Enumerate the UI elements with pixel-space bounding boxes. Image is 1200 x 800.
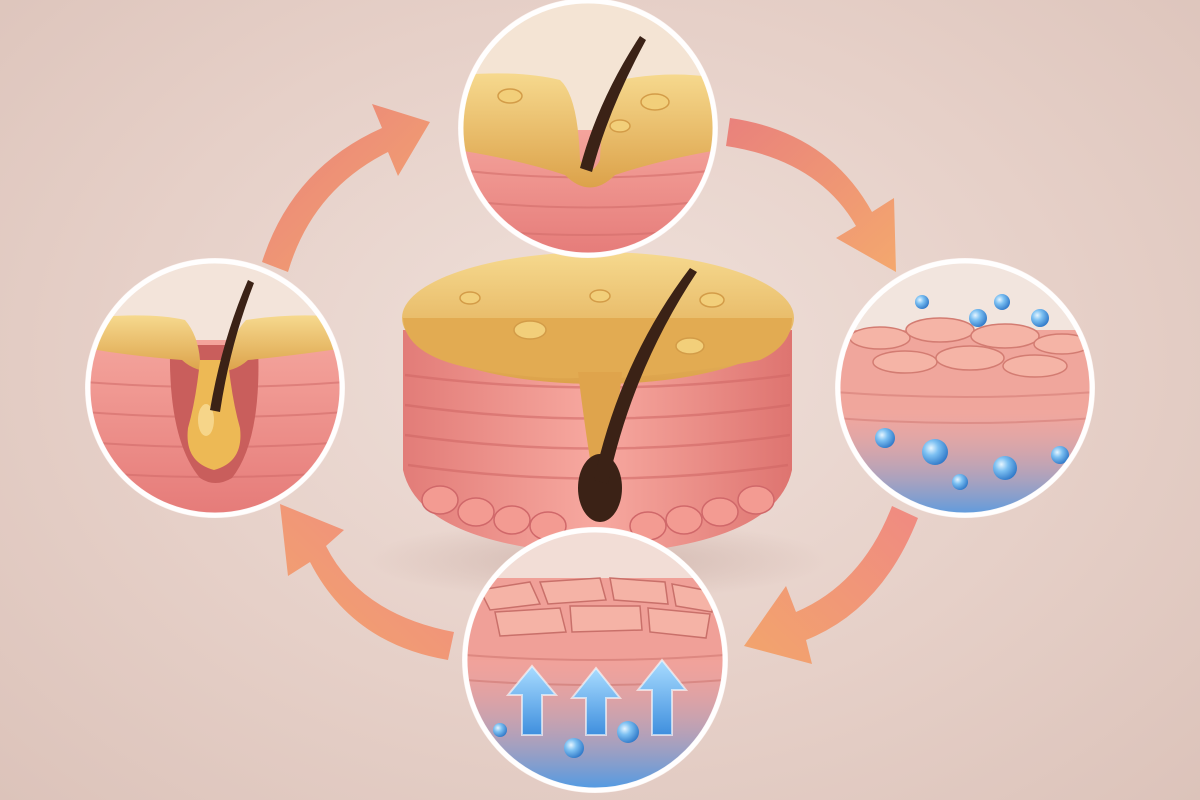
stage-right-flaking-moisture xyxy=(835,258,1095,518)
stage-top-sebum-surface xyxy=(458,0,718,258)
stage-left-follicle-sebum xyxy=(85,258,345,518)
center-skin-block xyxy=(368,252,828,600)
arrow-top-to-right xyxy=(726,118,896,272)
stage-bottom-cracked-rising-moisture xyxy=(462,527,728,793)
arrow-right-to-bottom xyxy=(744,506,918,664)
arrow-left-to-top xyxy=(262,104,430,272)
arrow-bottom-to-left xyxy=(280,504,454,660)
